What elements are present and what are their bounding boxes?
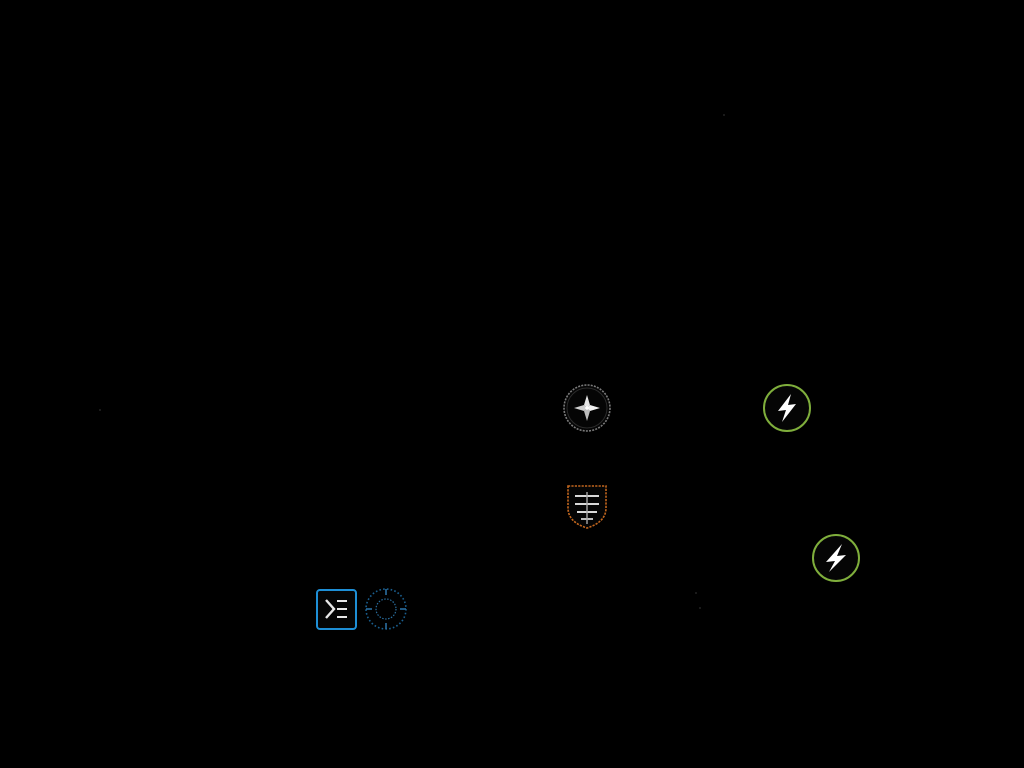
lightning-bolt-icon <box>812 534 860 582</box>
shield-node[interactable] <box>564 482 610 530</box>
background-speck <box>99 409 101 411</box>
background-speck <box>699 607 701 609</box>
compass-icon <box>563 384 611 432</box>
gear-icon <box>365 588 407 630</box>
lightning-bolt-icon <box>763 384 811 432</box>
terminal-node[interactable] <box>315 588 358 631</box>
power-node-upper[interactable] <box>762 383 812 433</box>
gear-node[interactable] <box>363 586 409 632</box>
terminal-prompt-icon <box>316 589 357 630</box>
shield-icon <box>567 485 607 529</box>
power-node-lower[interactable] <box>811 533 861 583</box>
background-speck <box>695 592 697 594</box>
background-speck <box>723 114 725 116</box>
compass-node[interactable] <box>562 383 612 433</box>
